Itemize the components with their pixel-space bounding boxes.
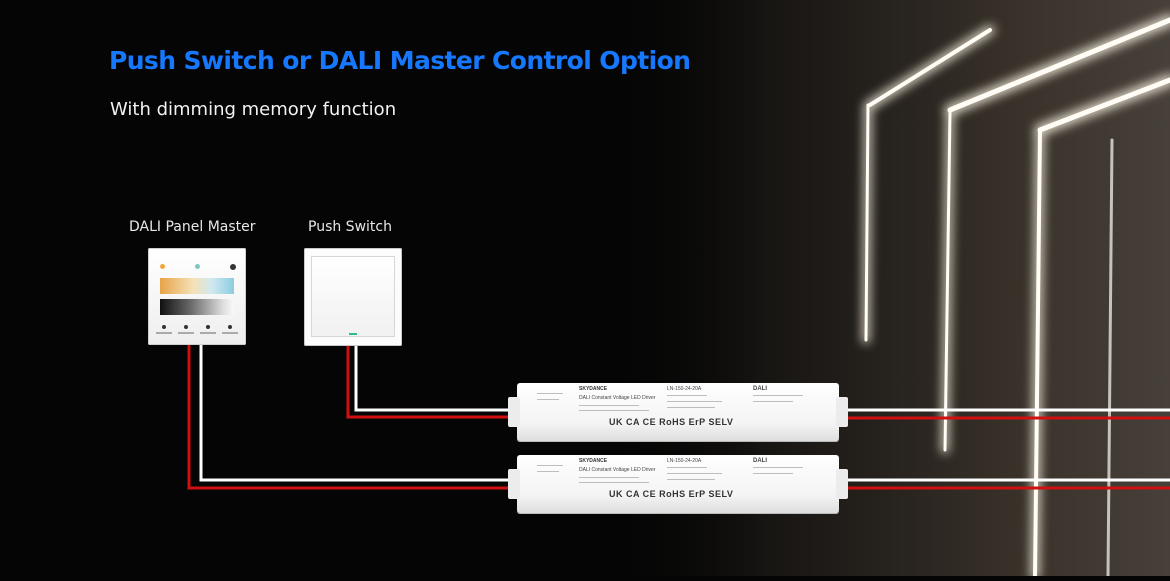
spec-line <box>667 473 722 474</box>
push-switch-label: Push Switch <box>308 219 392 235</box>
driver-brand: SKYDANCE <box>579 458 608 464</box>
page-title: Push Switch or DALI Master Control Optio… <box>109 46 691 75</box>
scene-button-icon <box>228 325 232 329</box>
scene-button-icon <box>162 325 166 329</box>
driver-mount-ear <box>836 397 848 427</box>
spec-line <box>537 393 563 394</box>
spec-line <box>579 410 649 411</box>
wire-switch-white <box>354 345 520 412</box>
panel-master-label: DALI Panel Master <box>129 219 256 235</box>
driver-part-number: LN-150-24-20A <box>667 386 702 392</box>
spec-line <box>753 467 803 468</box>
scene-button-icon <box>184 325 188 329</box>
scene-marker <box>200 332 216 334</box>
switch-led-icon <box>349 333 357 335</box>
cool-dot-icon <box>195 264 200 269</box>
wire-switch-red <box>346 345 520 419</box>
spec-line <box>753 401 793 402</box>
switch-rocker <box>311 256 395 337</box>
led-driver-1: SKYDANCE DALI Constant Voltage LED Drive… <box>508 383 848 441</box>
spec-line <box>667 467 707 468</box>
driver-brand: SKYDANCE <box>579 386 608 392</box>
driver-mount-ear <box>508 397 520 427</box>
driver-dali-logo: DALI <box>753 458 767 464</box>
driver-part-number: LN-150-24-20A <box>667 458 702 464</box>
spec-line <box>537 465 563 466</box>
spec-line <box>753 473 793 474</box>
spec-line <box>667 395 707 396</box>
driver-model: DALI Constant Voltage LED Driver <box>579 467 656 473</box>
spec-line <box>579 482 649 483</box>
spec-line <box>667 407 715 408</box>
push-switch <box>304 248 402 346</box>
spec-line <box>667 401 722 402</box>
spec-line <box>537 471 559 472</box>
scene-marker <box>156 332 172 334</box>
scene-marker <box>222 332 238 334</box>
wire-panel-white <box>199 345 520 482</box>
led-driver-2: SKYDANCE DALI Constant Voltage LED Drive… <box>508 455 848 513</box>
brightness-slider <box>160 299 234 315</box>
warm-dot-icon <box>160 264 165 269</box>
spec-line <box>667 479 715 480</box>
power-icon <box>230 264 236 270</box>
driver-mount-ear <box>836 469 848 499</box>
spec-line <box>537 399 559 400</box>
driver-mount-ear <box>508 469 520 499</box>
driver-dali-logo: DALI <box>753 386 767 392</box>
spec-line <box>753 395 803 396</box>
driver-certifications: UK CA CE RoHS ErP SELV <box>609 417 734 427</box>
color-temp-slider <box>160 278 234 294</box>
wire-panel-red <box>187 345 520 490</box>
driver-certifications: UK CA CE RoHS ErP SELV <box>609 489 734 499</box>
scene-button-icon <box>206 325 210 329</box>
dali-panel-master <box>148 248 246 345</box>
scene-marker <box>178 332 194 334</box>
linear-light-channels <box>862 14 1170 581</box>
spec-line <box>579 477 639 478</box>
page-subtitle: With dimming memory function <box>110 99 397 120</box>
driver-model: DALI Constant Voltage LED Driver <box>579 395 656 401</box>
spec-line <box>579 405 639 406</box>
